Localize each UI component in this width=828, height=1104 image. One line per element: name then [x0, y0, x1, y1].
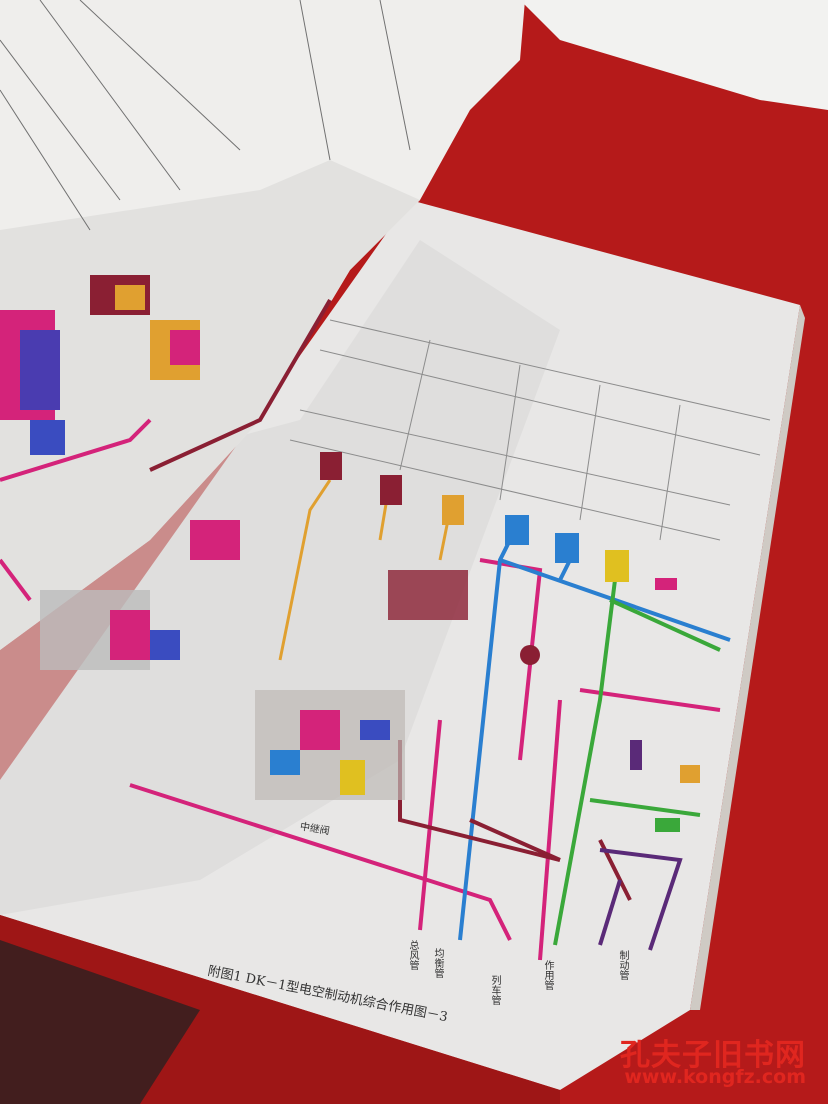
relay-valve-drawing — [255, 690, 405, 800]
pipe-magenta — [129, 558, 721, 961]
dark-corner — [0, 940, 200, 1104]
label-train-pipe: 列车管 — [489, 975, 500, 1005]
pipe-green — [553, 579, 721, 946]
watermark-site-name: 孔夫子旧书网 — [620, 1038, 806, 1073]
pipe-purple — [598, 848, 683, 951]
curled-page-schematic — [0, 0, 411, 670]
label-brake-pipe: 制动管 — [617, 950, 628, 980]
watermark-url: www.kongfz.com — [624, 1066, 806, 1088]
white-cloth — [520, 0, 828, 110]
label-work-pipe: 作用管 — [542, 960, 553, 990]
valve-blocks — [320, 452, 700, 832]
schematic-upper-lines — [289, 319, 771, 541]
label-total-wind-pipe: 总风管 — [407, 940, 418, 970]
page-shadow — [0, 240, 560, 915]
label-balance-pipe: 均衡管 — [432, 948, 443, 978]
page-edge — [690, 305, 805, 1010]
